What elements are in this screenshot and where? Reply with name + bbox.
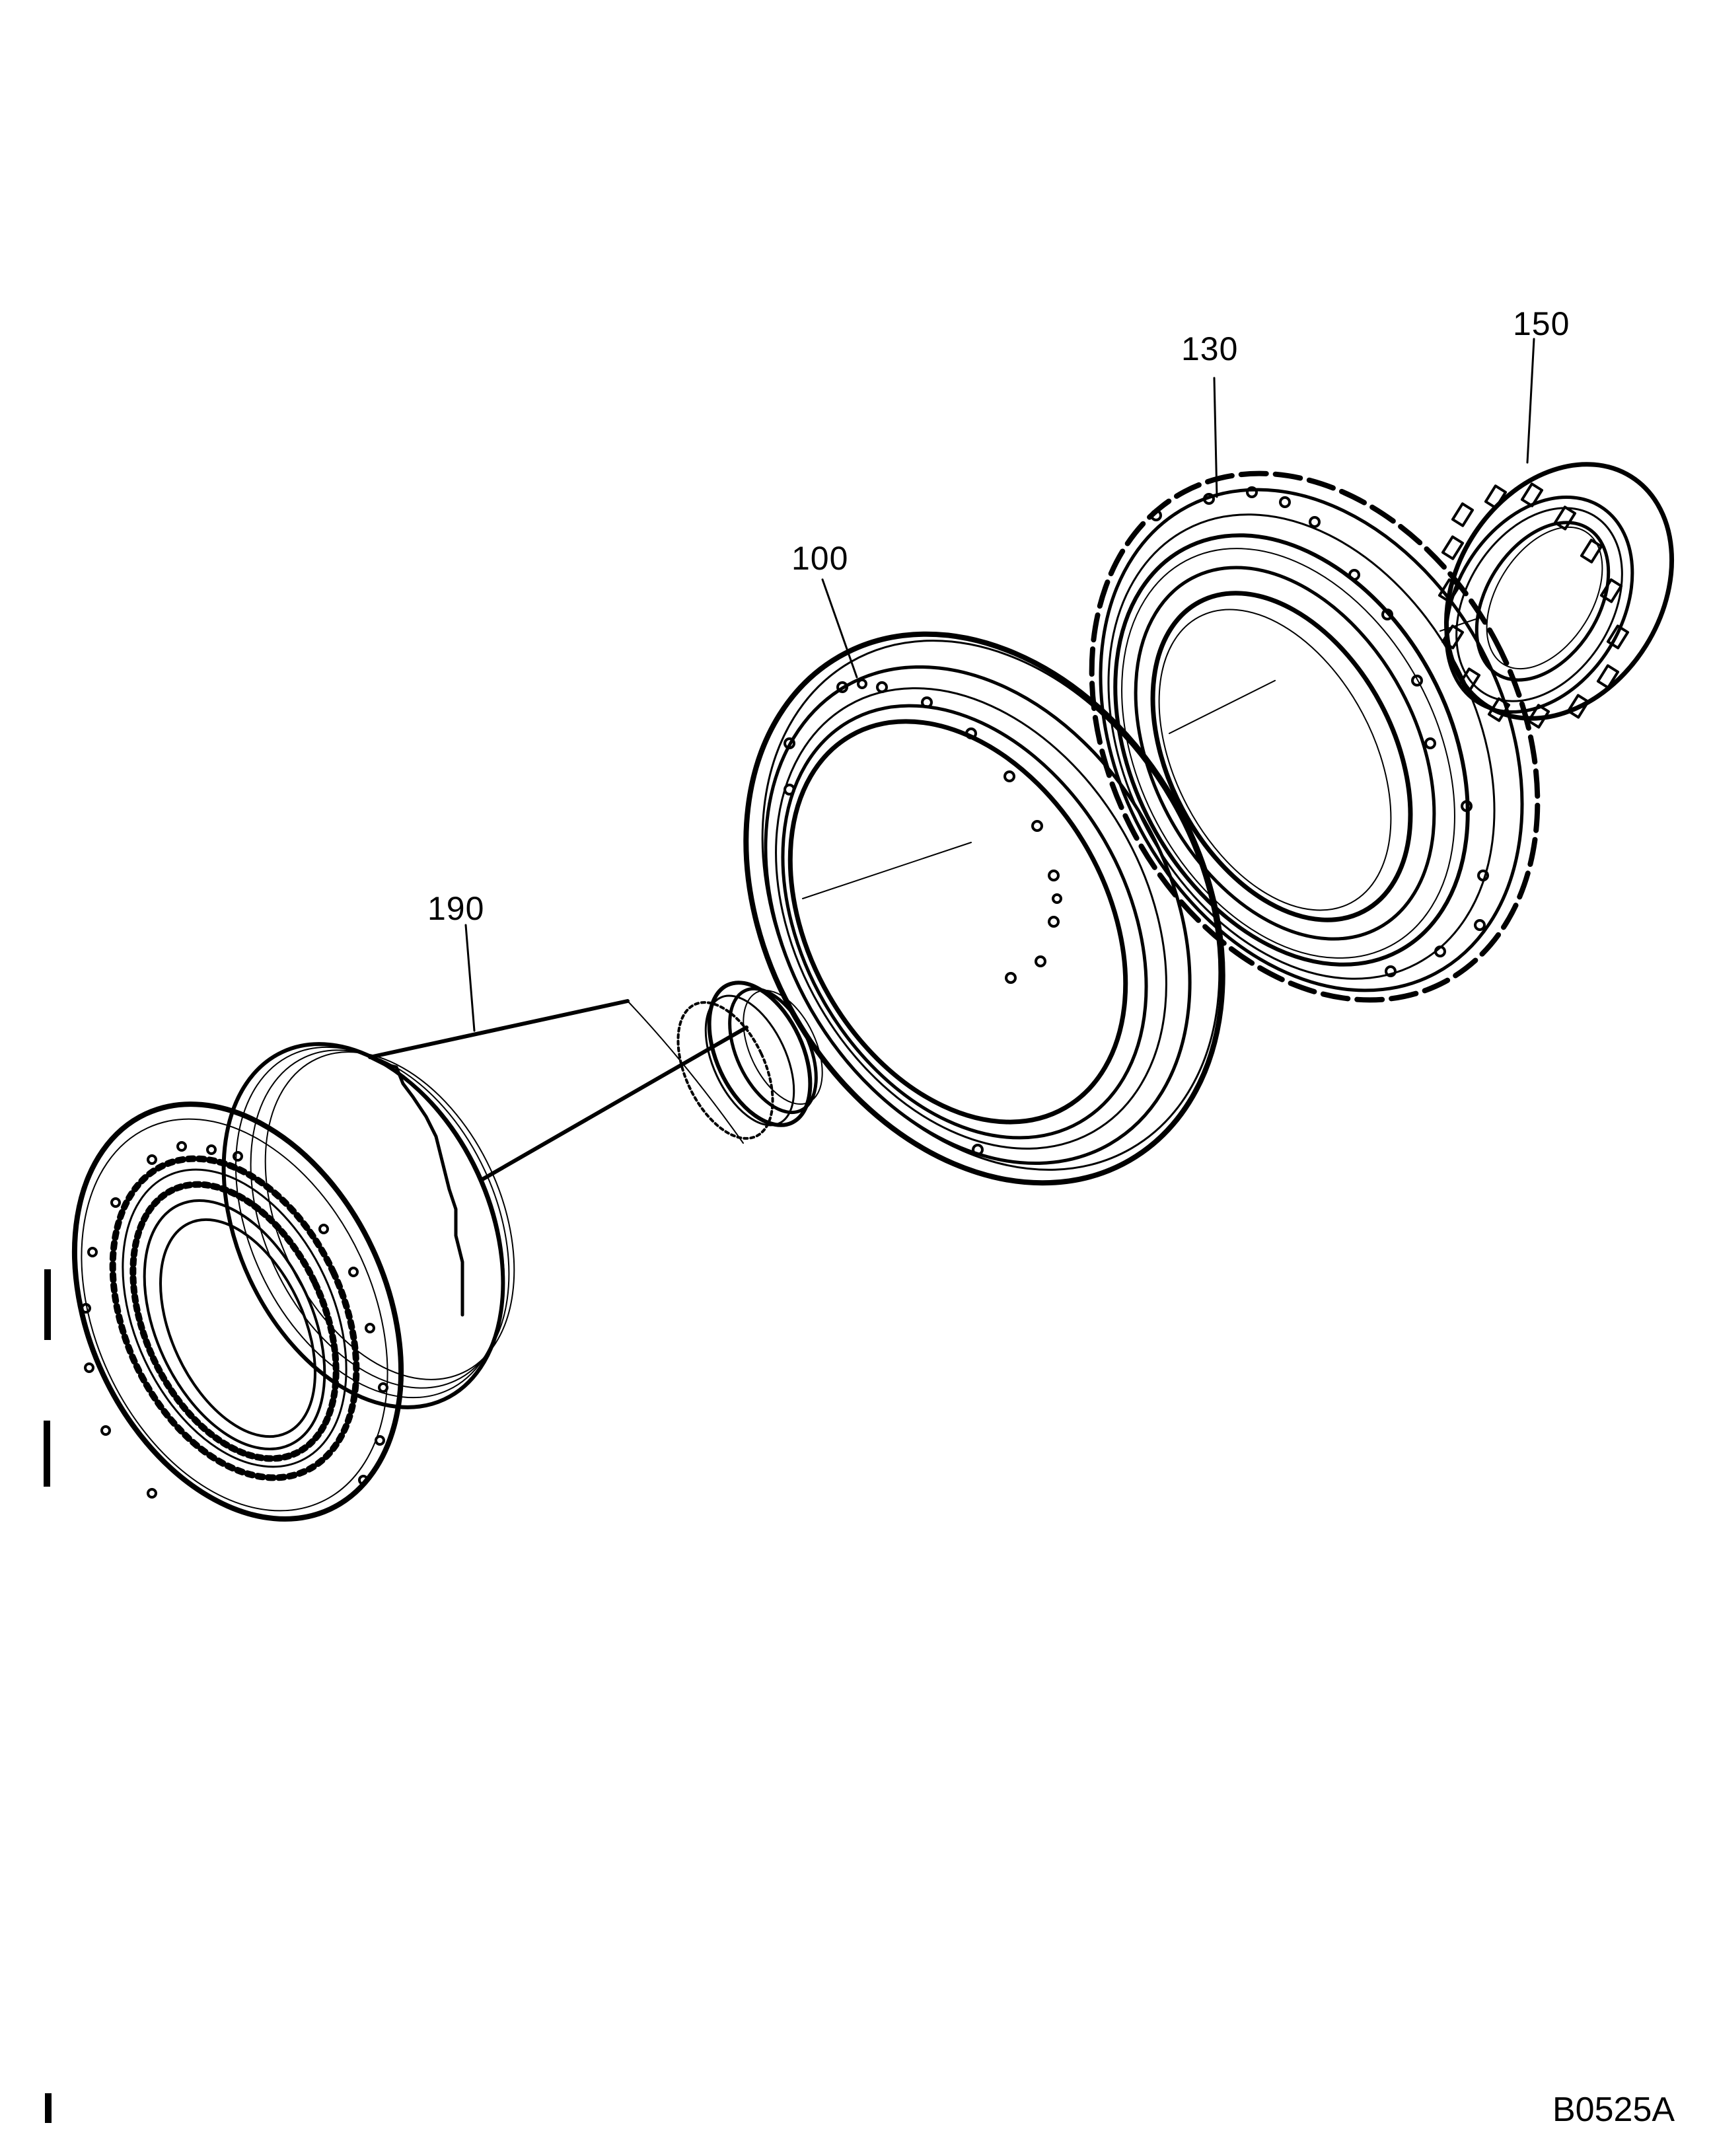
leader-lines bbox=[464, 338, 1535, 1032]
part-130-toothed-ring bbox=[1089, 470, 1541, 1003]
margin-change-bar bbox=[44, 1269, 51, 1340]
callout-label-150: 150 bbox=[1513, 305, 1570, 342]
part-190-hub-shaft bbox=[71, 981, 823, 1522]
margin-change-bar bbox=[44, 1421, 50, 1487]
margin-change-bar bbox=[45, 2093, 52, 2123]
part-150-bearing-ring bbox=[1438, 462, 1675, 729]
callout-label-190: 190 bbox=[427, 890, 485, 927]
drawing-code: B0525A bbox=[1552, 2091, 1675, 2129]
callout-label-130: 130 bbox=[1181, 330, 1239, 367]
callout-label-100: 100 bbox=[791, 540, 849, 577]
